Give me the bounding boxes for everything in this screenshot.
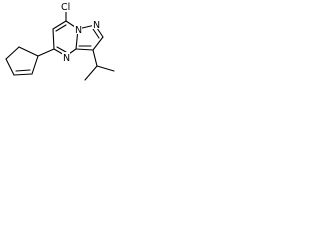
nitrogen-bridge-label: N (75, 25, 82, 36)
bond-n2-c2-double (92, 28, 100, 39)
bond-c5-cp (37, 48, 55, 57)
bond-cp-1-2 (18, 46, 39, 57)
bond-c5-c6 (52, 28, 55, 50)
cyclopentenyl-ring (5, 46, 55, 76)
bond-ch-ch3-b (96, 65, 115, 72)
bond-cp-3-4 (5, 58, 15, 76)
bond-cp-4-5-double (15, 69, 31, 72)
bond-cp-4-5 (13, 73, 33, 76)
bond-c5-n4-double (56, 46, 67, 53)
bond-c6-c7-double (55, 24, 67, 32)
bond-c3-c3a (75, 48, 94, 51)
bond-c6-c7 (52, 20, 67, 30)
bond-cp-2-3 (5, 46, 20, 60)
molecule-structure: Cl N N N (5, 1, 115, 81)
nitrogen-pyrazole-mask (92, 19, 100, 29)
bond-ch-ch3-a (84, 65, 98, 81)
nitrogen-bridge-mask (74, 24, 82, 34)
chlorine-label: Cl (61, 2, 70, 13)
bond-c2-c3 (92, 36, 104, 51)
chlorine-label-mask (60, 1, 75, 12)
nitrogen-pyrimidine-label: N (63, 53, 70, 64)
bond-c3-ch (92, 49, 98, 67)
isopropyl-group (84, 49, 115, 81)
nitrogen-pyrazole-label: N (93, 20, 100, 31)
nitrogen-pyrimidine-mask (62, 52, 70, 62)
bond-cp-5-1 (31, 55, 39, 75)
